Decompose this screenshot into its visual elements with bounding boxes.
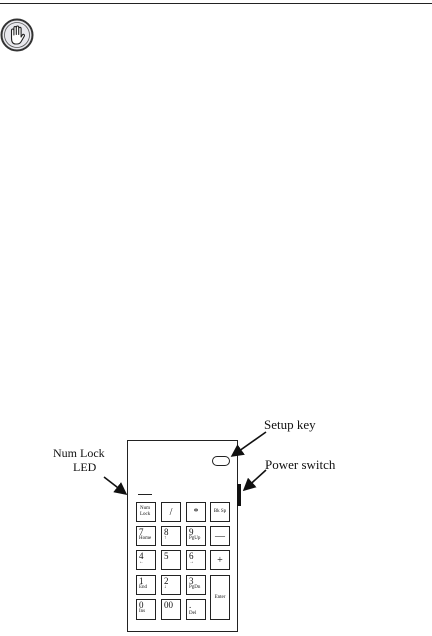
setup-key-label: Setup key: [264, 417, 316, 432]
key-8: 8↑: [161, 526, 181, 546]
key-backspace: Bk Sp: [210, 502, 230, 522]
key-plus: +: [210, 550, 230, 570]
key-00: 00: [161, 599, 181, 620]
power-switch-arrow: [242, 469, 267, 492]
key-6: 6→: [186, 550, 206, 570]
num-lock-led: [138, 494, 152, 495]
power-switch: [237, 484, 241, 506]
keypad-top-panel: [127, 440, 238, 494]
hand-stop-icon: [0, 18, 34, 52]
num-lock-arrow: [103, 476, 128, 495]
key-dot: .Del: [186, 599, 206, 620]
key-2: 2↓: [161, 575, 181, 595]
key-slash: /: [161, 502, 181, 522]
setup-key: [212, 456, 230, 466]
power-switch-label: Power switch: [265, 457, 336, 472]
key-enter: Enter: [210, 575, 230, 620]
num-lock-label-line2: LED: [73, 460, 97, 474]
key-minus: —: [210, 526, 230, 546]
num-lock-label-line1: Num Lock: [53, 446, 105, 460]
key-5: 5: [161, 550, 181, 570]
key-4: 4←: [136, 550, 156, 570]
key-asterisk: *: [186, 502, 206, 522]
top-rule: [0, 3, 432, 4]
